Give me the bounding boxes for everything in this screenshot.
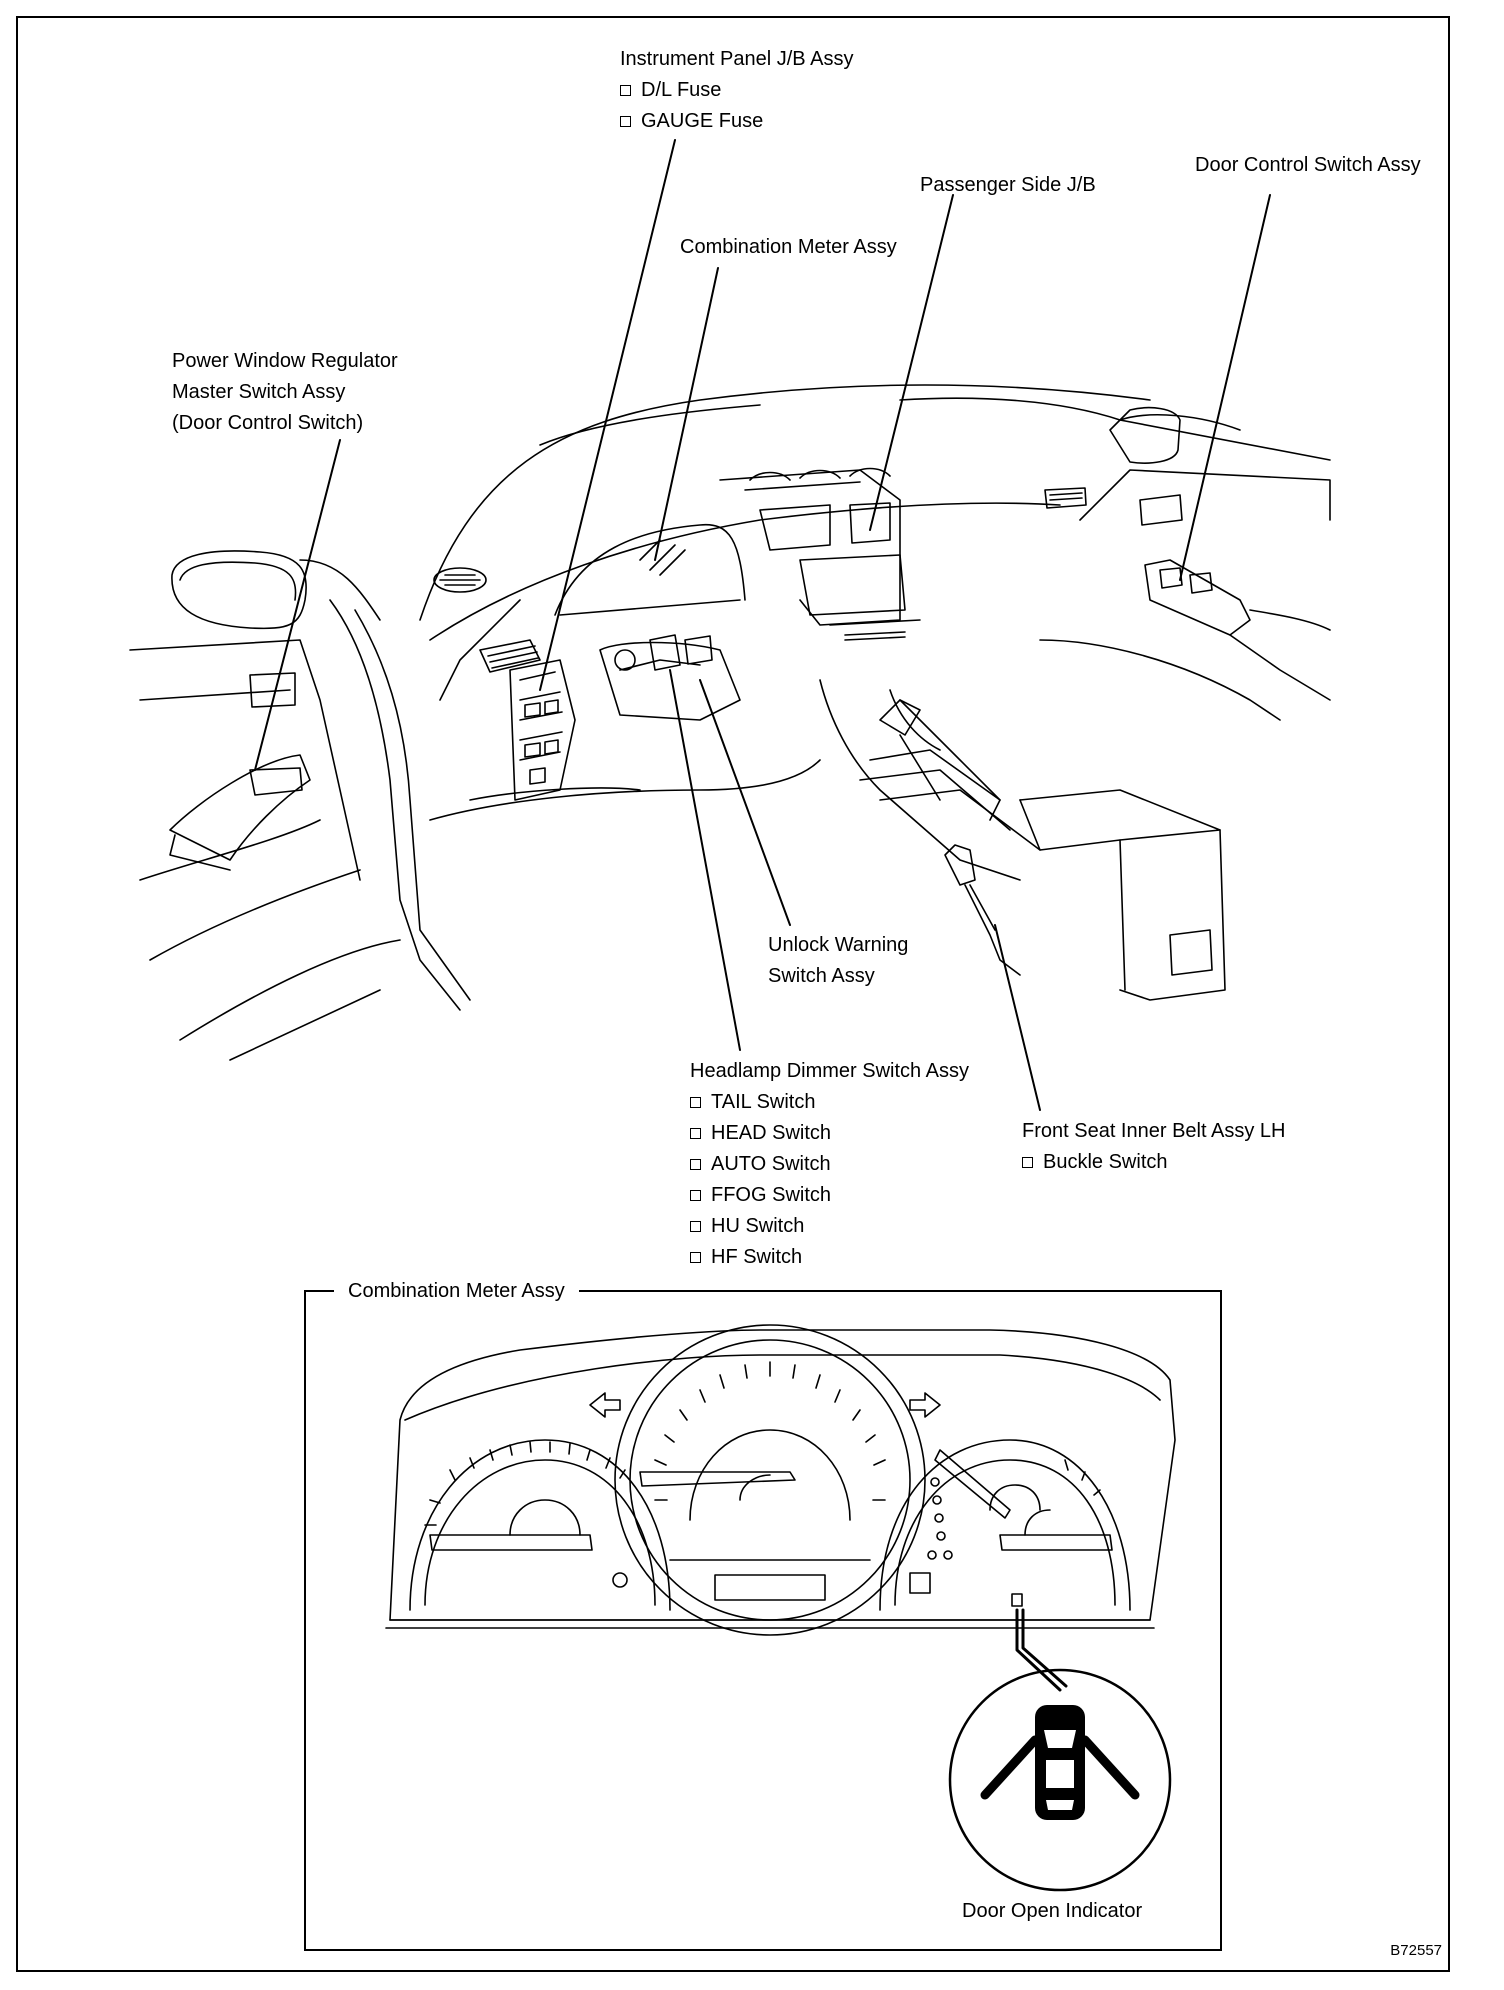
label-power-window-master: Power Window Regulator Master Switch Ass… xyxy=(172,350,398,434)
dashboard-sketch xyxy=(129,384,1331,1061)
switch-item: HF Switch xyxy=(690,1242,969,1273)
switch-item: HEAD Switch xyxy=(690,1118,969,1149)
checkbox-icon xyxy=(690,1159,701,1170)
inset-title: Combination Meter Assy xyxy=(334,1276,579,1306)
label-front-seat-belt: Front Seat Inner Belt Assy LH Buckle Swi… xyxy=(1022,1116,1285,1178)
leader-lines xyxy=(254,139,1271,1111)
label-passenger-side-jb: Passenger Side J/B xyxy=(920,174,1096,196)
checkbox-icon xyxy=(690,1221,701,1232)
label-headlamp-dimmer: Headlamp Dimmer Switch Assy TAIL Switch … xyxy=(690,1056,969,1273)
instrument-panel-jb-title: Instrument Panel J/B Assy xyxy=(620,48,854,70)
figure-id: B72557 xyxy=(1390,1942,1442,1959)
front-seat-belt-title: Front Seat Inner Belt Assy LH xyxy=(1022,1120,1286,1142)
label-door-open-indicator: Door Open Indicator xyxy=(962,1900,1143,1922)
switch-item: HU Switch xyxy=(690,1211,969,1242)
combination-meter-drawing xyxy=(385,1324,1176,1892)
checkbox-icon xyxy=(620,85,631,96)
checkbox-icon xyxy=(690,1097,701,1108)
checkbox-icon xyxy=(1022,1157,1033,1168)
checkbox-icon xyxy=(690,1190,701,1201)
switch-item: FFOG Switch xyxy=(690,1180,969,1211)
combination-meter-inset xyxy=(304,1290,1222,1951)
headlamp-dimmer-title: Headlamp Dimmer Switch Assy xyxy=(690,1060,969,1082)
page-frame xyxy=(16,16,1450,1972)
label-instrument-panel-jb: Instrument Panel J/B Assy D/L Fuse GAUGE… xyxy=(620,44,853,137)
checkbox-icon xyxy=(620,116,631,127)
label-combination-meter: Combination Meter Assy xyxy=(680,236,897,258)
label-unlock-warning: Unlock Warning Switch Assy xyxy=(768,934,909,987)
fuse-item: D/L Fuse xyxy=(620,75,853,106)
label-door-control-switch: Door Control Switch Assy xyxy=(1195,154,1421,176)
switch-item: AUTO Switch xyxy=(690,1149,969,1180)
checkbox-icon xyxy=(690,1128,701,1139)
checkbox-icon xyxy=(690,1252,701,1263)
buckle-item: Buckle Switch xyxy=(1022,1147,1285,1178)
switch-item: TAIL Switch xyxy=(690,1087,969,1118)
fuse-item: GAUGE Fuse xyxy=(620,106,853,137)
